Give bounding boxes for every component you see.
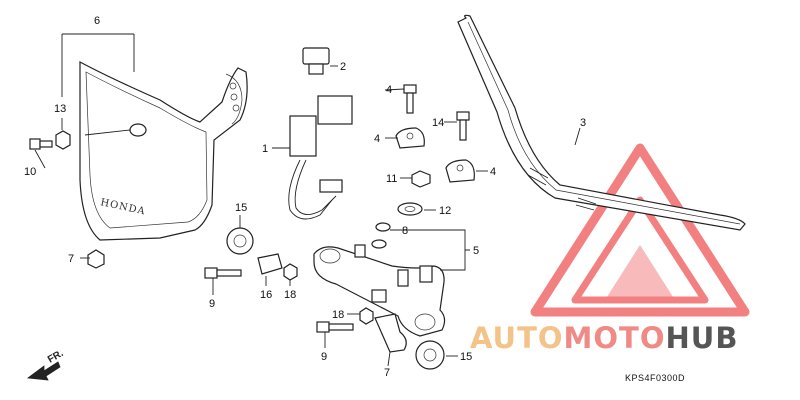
collars-8 [371,222,391,249]
nut-18-right [359,307,374,325]
watermark-part-moto: MOTO [564,321,666,355]
callout-15-left: 15 [235,202,247,214]
watermark-part-hub: HUB [666,321,739,355]
callout-10: 10 [24,166,36,178]
bolt-10 [29,138,53,150]
grommet-15-right [415,340,445,370]
callout-5: 5 [473,245,479,257]
callout-4-left: 4 [374,133,380,145]
callout-8: 8 [402,225,408,237]
callout-9-right: 9 [321,351,327,363]
callout-4-top: 4 [386,84,392,96]
callout-11: 11 [386,173,397,185]
callout-7-left: 7 [68,253,74,265]
callout-14: 14 [432,117,444,129]
top-bridge [313,244,446,337]
bolt-14 [456,111,470,141]
leader-lines [34,33,581,367]
callout-2: 2 [340,61,346,73]
callout-18-right: 18 [332,309,344,321]
holder-upper-left [395,127,425,149]
callout-3: 3 [580,117,586,129]
callout-7-right: 7 [384,367,390,379]
callout-12: 12 [439,205,451,217]
callout-16: 16 [260,289,272,301]
bracket-lower [374,313,407,353]
callout-13: 13 [54,103,66,115]
callout-15-right: 15 [460,351,472,363]
callout-9-left: 9 [209,298,215,310]
watermark-text: AUTOMOTOHUB [470,321,738,355]
handlebar [457,14,746,231]
nut-7 [87,249,105,269]
watermark-triangle [530,143,750,317]
bracket-16 [257,253,283,275]
headlight-fairing: HONDA [79,61,248,241]
washer-12 [397,202,423,216]
bolt-9-right [316,321,354,333]
callout-6: 6 [94,15,100,27]
ignition-key [302,47,330,75]
callout-1: 1 [262,143,268,155]
bolt-4-top [403,84,417,114]
bolt-9-left [204,267,242,279]
holder-upper-right [445,159,475,183]
grommet-15-left [226,227,254,255]
nut-18-left [283,263,298,281]
front-direction-label: FR. [46,348,66,366]
callout-18-left: 18 [284,289,296,301]
front-direction-arrow: FR. [26,348,66,381]
watermark-part-auto: AUTO [470,321,564,355]
ignition-switch [288,95,353,220]
nut-11 [411,170,431,188]
diagram-code: KPS4F0300D [625,373,685,383]
collar-13 [55,130,71,150]
callout-4-right: 4 [490,166,496,178]
